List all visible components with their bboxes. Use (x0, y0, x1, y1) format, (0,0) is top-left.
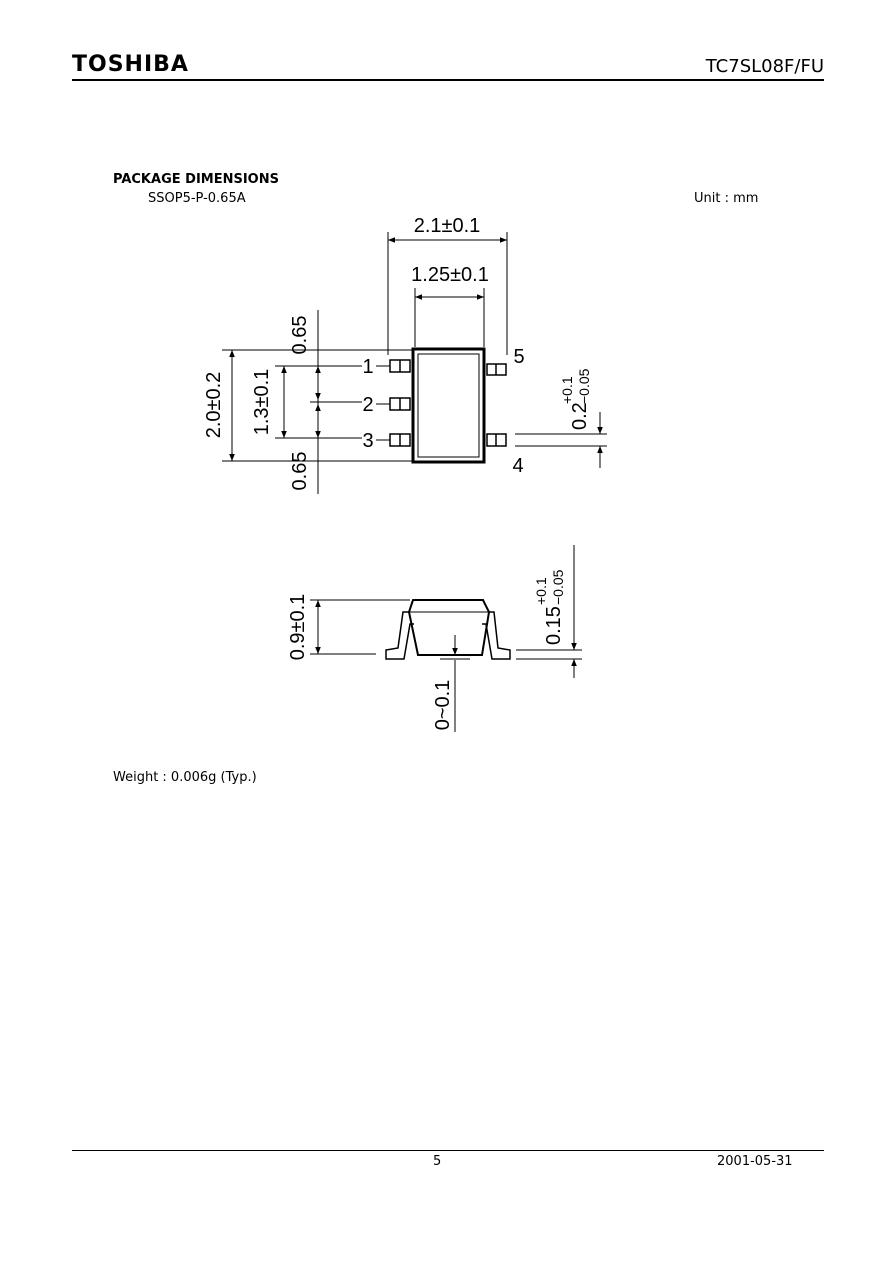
page-number: 5 (433, 1154, 442, 1169)
dim-height-overall: 2.0±0.2 (203, 372, 225, 439)
svg-text:+0.1: +0.1 (533, 577, 549, 605)
package-body-outline (411, 347, 486, 464)
pin-label-3: 3 (362, 430, 373, 452)
dim-pin-span: 1.3±0.1 (251, 369, 273, 436)
side-view (310, 545, 582, 732)
company-logo: TOSHIBA (72, 52, 189, 77)
header-rule (72, 79, 824, 81)
pin-label-2: 2 (362, 394, 373, 416)
side-lead-left (385, 611, 414, 660)
part-number: TC7SL08F/FU (705, 56, 824, 77)
dim-width-overall: 2.1±0.1 (414, 215, 481, 237)
section-title: PACKAGE DIMENSIONS (113, 172, 279, 187)
lead-1 (389, 359, 411, 373)
dim-pitch-bottom: 0.65 (289, 452, 311, 491)
pin-label-4: 4 (512, 455, 523, 477)
dim-lead-thickness: 0.15 +0.1 −0.05 (533, 569, 566, 645)
side-lead-right (482, 611, 511, 660)
weight-label: Weight : 0.006g (Typ.) (113, 770, 257, 785)
svg-text:−0.05: −0.05 (576, 368, 592, 404)
document-date: 2001-05-31 (717, 1154, 793, 1169)
pin-label-5: 5 (513, 346, 524, 368)
top-view (222, 232, 607, 494)
svg-text:−0.05: −0.05 (550, 569, 566, 605)
dim-lead-width: 0.2 +0.1 −0.05 (559, 368, 592, 430)
dim-body-width: 1.25±0.1 (411, 264, 489, 286)
dim-standoff: 0~0.1 (432, 680, 454, 731)
svg-text:0.2: 0.2 (569, 402, 591, 430)
lead-5 (486, 363, 507, 376)
svg-text:0.15: 0.15 (543, 606, 565, 645)
lead-3 (389, 433, 411, 447)
package-body-inner (417, 353, 480, 458)
footer-rule (72, 1150, 824, 1151)
package-code: SSOP5-P-0.65A (148, 191, 246, 206)
lead-2 (389, 397, 411, 411)
dim-side-height: 0.9±0.1 (287, 594, 309, 661)
side-body (407, 599, 491, 656)
lead-4 (486, 433, 507, 447)
dim-pitch-top: 0.65 (289, 316, 311, 355)
unit-label: Unit : mm (694, 191, 759, 206)
svg-text:+0.1: +0.1 (559, 376, 575, 404)
pin-label-1: 1 (362, 356, 373, 378)
